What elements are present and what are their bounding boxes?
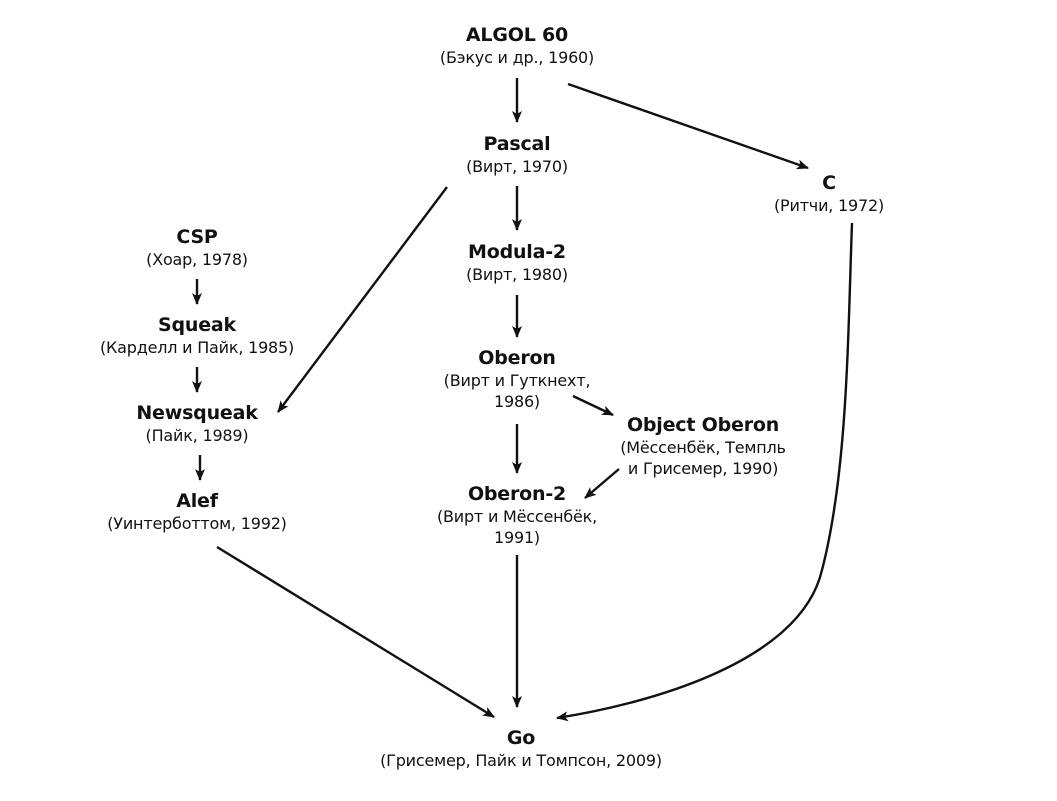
node-title: Alef — [176, 490, 218, 512]
node-title: Modula-2 — [468, 241, 566, 263]
node-title: Oberon — [478, 347, 556, 369]
edge-c-to-go — [556, 222, 854, 722]
node-title: ALGOL 60 — [465, 24, 569, 46]
edge-objectoberon-to-oberon2 — [584, 468, 620, 499]
node-oberon: Oberon (Вирт и Гуткнехт, 1986) — [444, 346, 591, 412]
node-title: Pascal — [483, 133, 551, 155]
edge-algol60-to-c — [567, 82, 809, 170]
node-pascal: Pascal (Вирт, 1970) — [466, 132, 568, 177]
node-subtitle-line: (Карделл и Пайк, 1985) — [99, 338, 295, 357]
node-subtitle-line: (Бэкус и др., 1960) — [439, 48, 595, 67]
node-subtitle-line: и Грисемер, 1990) — [627, 459, 779, 478]
node-subtitle-line: (Вирт и Мёссенбёк, — [436, 507, 598, 526]
node-object-oberon: Object Oberon (Мёссенбёк, Темпль и Грисе… — [620, 413, 786, 479]
node-oberon-2: Oberon-2 (Вирт и Мёссенбёк, 1991) — [437, 482, 597, 548]
node-subtitle-line: (Ритчи, 1972) — [774, 196, 884, 215]
node-squeak: Squeak (Карделл и Пайк, 1985) — [100, 313, 294, 358]
edge-pascal-to-newsqueak — [277, 186, 448, 413]
node-subtitle-line: (Грисемер, Пайк и Томпсон, 2009) — [380, 751, 662, 770]
node-subtitle-line: (Мёссенбёк, Темпль — [620, 438, 786, 457]
node-algol60: ALGOL 60 (Бэкус и др., 1960) — [440, 23, 594, 68]
node-newsqueak: Newsqueak (Пайк, 1989) — [136, 401, 258, 446]
node-subtitle-line: (Хоар, 1978) — [146, 250, 248, 269]
node-modula2: Modula-2 (Вирт, 1980) — [466, 240, 568, 285]
node-title: C — [822, 172, 836, 194]
node-subtitle-line: (Вирт и Гуткнехт, — [443, 371, 591, 390]
node-subtitle-line: (Уинтерботтом, 1992) — [107, 514, 287, 533]
node-title: Oberon-2 — [467, 483, 567, 505]
node-subtitle-line: (Пайк, 1989) — [145, 426, 249, 445]
node-title: Object Oberon — [626, 414, 780, 436]
node-title: CSP — [176, 226, 218, 248]
node-alef: Alef (Уинтерботтом, 1992) — [107, 489, 287, 534]
node-title: Go — [506, 727, 536, 749]
node-go: Go (Грисемер, Пайк и Томпсон, 2009) — [380, 726, 662, 771]
node-subtitle-line: (Вирт, 1970) — [466, 157, 568, 176]
node-subtitle-line: (Вирт, 1980) — [466, 265, 568, 284]
node-subtitle-line: 1991) — [494, 528, 540, 547]
node-subtitle-line: 1986) — [494, 392, 540, 411]
node-title: Squeak — [158, 314, 236, 336]
edge-oberon-to-objectoberon — [572, 394, 614, 417]
node-csp: CSP (Хоар, 1978) — [146, 225, 248, 270]
edge-alef-to-go — [216, 545, 495, 719]
node-title: Newsqueak — [136, 402, 258, 424]
node-c: C (Ритчи, 1972) — [774, 171, 884, 216]
